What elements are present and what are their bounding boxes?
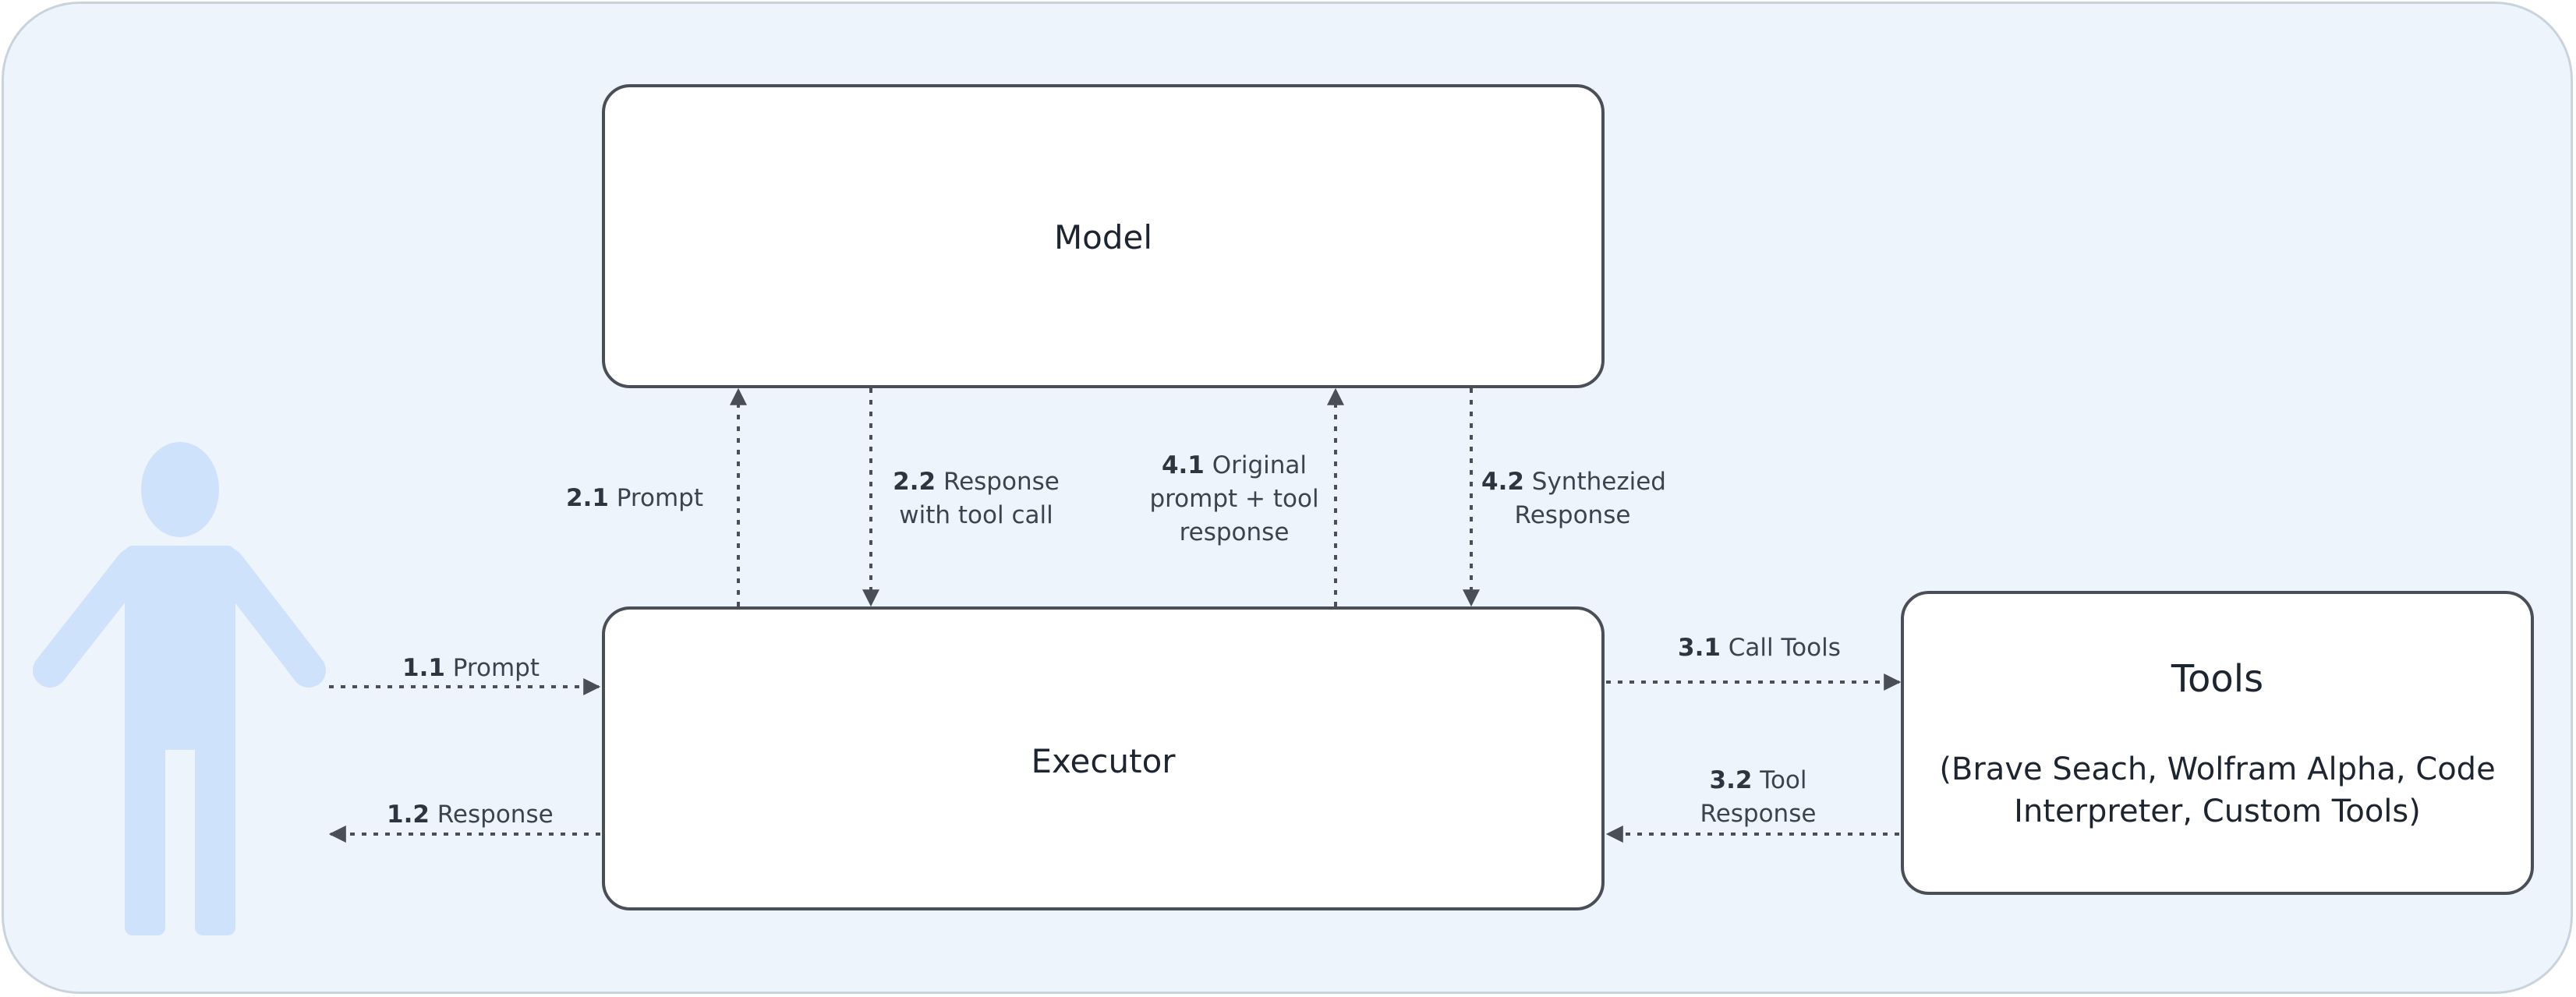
label-3-1: 3.1 Call Tools xyxy=(1678,631,1841,665)
model-label: Model xyxy=(1053,218,1153,256)
tools-description: (Brave Seach, Wolfram Alpha, Code Interp… xyxy=(1939,751,2496,829)
label-1-2-num: 1.2 xyxy=(387,801,430,829)
label-2-2-text-line2: with tool call xyxy=(899,501,1053,529)
model-node: Model xyxy=(602,84,1605,388)
label-3-1-num: 3.1 xyxy=(1678,634,1721,662)
label-1-1: 1.1 Prompt xyxy=(402,652,540,685)
label-4-2-text-line2: Response xyxy=(1514,501,1631,529)
executor-label: Executor xyxy=(1031,742,1176,780)
label-3-2-text-line2: Response xyxy=(1700,800,1817,828)
label-4-1-text: Original xyxy=(1212,451,1307,479)
label-1-1-num: 1.1 xyxy=(402,654,445,682)
executor-node: Executor xyxy=(602,606,1605,910)
tools-node: Tools (Brave Seach, Wolfram Alpha, Code … xyxy=(1901,591,2534,895)
label-4-2-text: Synthezied xyxy=(1531,468,1666,496)
label-4-1-num: 4.1 xyxy=(1161,451,1205,479)
label-2-1-num: 2.1 xyxy=(566,484,609,512)
label-4-1-text-line2: prompt + tool xyxy=(1149,485,1319,513)
label-4-2-num: 4.2 xyxy=(1481,468,1524,496)
label-3-2: 3.2 Tool Response xyxy=(1676,764,1840,831)
label-1-2-text: Response xyxy=(437,801,554,829)
label-2-2: 2.2 Response with tool call xyxy=(890,465,1062,532)
label-1-2: 1.2 Response xyxy=(387,798,554,832)
label-2-2-text: Response xyxy=(943,468,1060,496)
label-3-2-text: Tool xyxy=(1760,766,1807,794)
label-4-1-text-line3: response xyxy=(1179,518,1290,546)
label-4-1: 4.1 Original prompt + tool response xyxy=(1148,449,1321,550)
label-3-1-text: Call Tools xyxy=(1728,634,1841,662)
label-4-2: 4.2 Synthezied Response xyxy=(1481,465,1666,532)
label-2-1-text: Prompt xyxy=(616,484,703,512)
label-2-2-num: 2.2 xyxy=(893,468,936,496)
person-silhouette-icon xyxy=(33,442,326,935)
label-1-1-text: Prompt xyxy=(452,654,540,682)
label-3-2-num: 3.2 xyxy=(1709,766,1753,794)
tools-label: Tools xyxy=(2171,657,2264,701)
label-2-1: 2.1 Prompt xyxy=(566,482,703,515)
